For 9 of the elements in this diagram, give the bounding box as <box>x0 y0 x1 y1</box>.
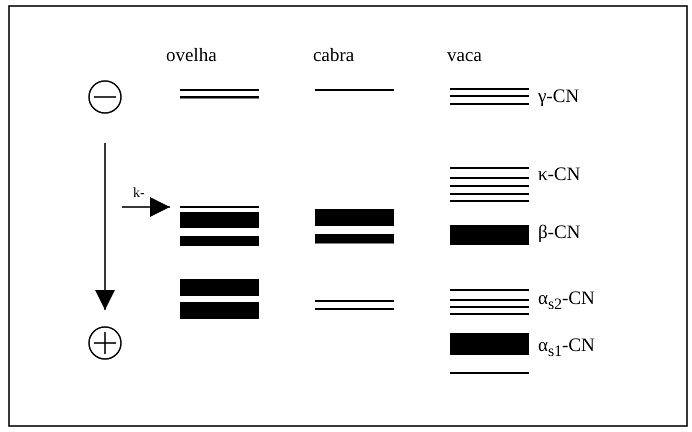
band-label: γ-CN <box>538 87 580 106</box>
band-label: κ-CN <box>538 165 580 184</box>
band-label: β-CN <box>538 223 580 242</box>
band-label: α$_{s1}$-CN <box>538 336 595 360</box>
lane-heading: vaca <box>447 46 482 65</box>
band-label: α$_{s2}$-CN <box>538 289 595 313</box>
lane-heading: cabra <box>313 46 354 65</box>
band-marker-label: k- <box>133 187 145 201</box>
lane-heading: ovelha <box>166 46 217 65</box>
